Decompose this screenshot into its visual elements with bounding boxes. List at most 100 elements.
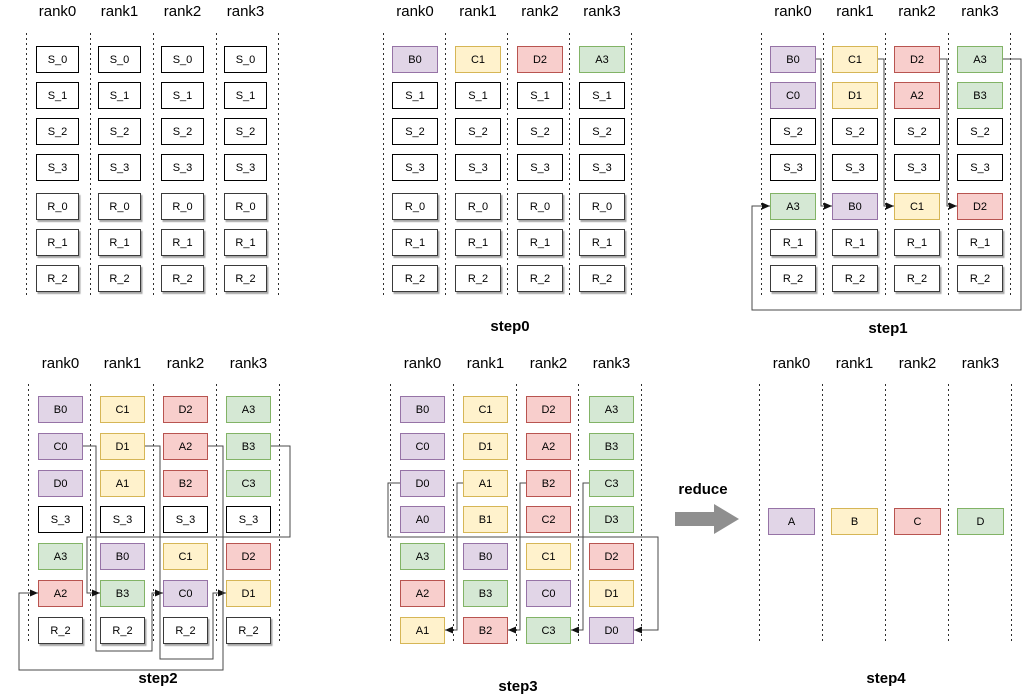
rank-header: rank1 xyxy=(836,3,874,20)
box-D3: D3 xyxy=(589,506,634,533)
rank-divider-line xyxy=(453,384,454,644)
box-R_2: R_2 xyxy=(770,265,816,292)
box-A3: A3 xyxy=(589,396,634,423)
arrow-b2-rank2-to-rank1 xyxy=(508,482,526,634)
box-R_1: R_1 xyxy=(832,229,878,256)
box-C0: C0 xyxy=(163,580,208,607)
box-S_2: S_2 xyxy=(957,118,1003,145)
rank-header: rank1 xyxy=(103,355,142,372)
box-A2: A2 xyxy=(400,580,445,607)
box-B0: B0 xyxy=(392,46,438,73)
step-label-step3: step3 xyxy=(498,678,538,695)
box-S_3: S_3 xyxy=(832,154,878,181)
box-R_2: R_2 xyxy=(226,617,271,644)
rank-divider-line xyxy=(26,33,27,295)
box-R_0: R_0 xyxy=(579,193,625,220)
box-S_2: S_2 xyxy=(392,118,438,145)
rank-divider-line xyxy=(278,33,279,295)
box-S_0: S_0 xyxy=(98,46,141,73)
box-R_2: R_2 xyxy=(163,617,208,644)
reduce-arrow-icon xyxy=(675,504,739,534)
rank-divider-line xyxy=(578,384,579,644)
box-A1: A1 xyxy=(463,470,508,497)
box-D1: D1 xyxy=(463,433,508,460)
box-B0: B0 xyxy=(38,396,83,423)
box-S_2: S_2 xyxy=(832,118,878,145)
box-R_2: R_2 xyxy=(392,265,438,292)
box-S_2: S_2 xyxy=(455,118,501,145)
box-S_2: S_2 xyxy=(161,118,204,145)
arrow-c3-rank3-to-rank2 xyxy=(571,482,589,634)
box-R_0: R_0 xyxy=(517,193,563,220)
rank-header: rank1 xyxy=(835,355,874,372)
box-B2: B2 xyxy=(463,617,508,644)
box-S_3: S_3 xyxy=(98,154,141,181)
box-R_1: R_1 xyxy=(957,229,1003,256)
rank-header: rank2 xyxy=(898,355,937,372)
box-S_1: S_1 xyxy=(579,82,625,109)
box-R_1: R_1 xyxy=(579,229,625,256)
box-S_2: S_2 xyxy=(98,118,141,145)
rank-header: rank3 xyxy=(592,355,631,372)
box-R_2: R_2 xyxy=(98,265,141,292)
box-C: C xyxy=(894,508,941,535)
rank-divider-line xyxy=(216,33,217,295)
box-A3: A3 xyxy=(579,46,625,73)
box-C1: C1 xyxy=(832,46,878,73)
rank-divider-line xyxy=(885,33,886,295)
box-C1: C1 xyxy=(526,543,571,570)
box-R_2: R_2 xyxy=(832,265,878,292)
step-label-step4: step4 xyxy=(866,670,906,687)
rank-header: rank0 xyxy=(772,355,811,372)
box-A1: A1 xyxy=(400,617,445,644)
box-R_2: R_2 xyxy=(161,265,204,292)
box-B3: B3 xyxy=(957,82,1003,109)
box-D1: D1 xyxy=(226,580,271,607)
box-R_0: R_0 xyxy=(455,193,501,220)
box-D2: D2 xyxy=(526,396,571,423)
box-R_1: R_1 xyxy=(36,229,79,256)
box-S_3: S_3 xyxy=(163,506,208,533)
box-B0: B0 xyxy=(832,193,878,220)
rank-header: rank1 xyxy=(466,355,505,372)
box-B3: B3 xyxy=(100,580,145,607)
box-C2: C2 xyxy=(526,506,571,533)
box-R_2: R_2 xyxy=(36,265,79,292)
box-A: A xyxy=(768,508,815,535)
rank-divider-line xyxy=(948,384,949,644)
rank-header: rank0 xyxy=(396,3,434,20)
box-S_0: S_0 xyxy=(224,46,267,73)
box-A3: A3 xyxy=(400,543,445,570)
box-A2: A2 xyxy=(163,433,208,460)
rank-header: rank3 xyxy=(961,3,999,20)
box-A2: A2 xyxy=(894,82,940,109)
arrow-b0-rank0-to-rank1 xyxy=(816,58,832,210)
rank-header: rank0 xyxy=(41,355,80,372)
box-C1: C1 xyxy=(100,396,145,423)
box-C0: C0 xyxy=(526,580,571,607)
rank-header: rank3 xyxy=(226,3,265,20)
box-R_2: R_2 xyxy=(957,265,1003,292)
step-label-step1: step1 xyxy=(868,320,908,337)
reduce-label: reduce xyxy=(678,481,728,498)
box-D2: D2 xyxy=(957,193,1003,220)
rank-header: rank2 xyxy=(529,355,568,372)
rank-divider-line xyxy=(90,384,91,644)
rank-header: rank1 xyxy=(100,3,139,20)
box-S_3: S_3 xyxy=(894,154,940,181)
box-R_0: R_0 xyxy=(224,193,267,220)
rank-header: rank2 xyxy=(521,3,559,20)
rank-divider-line xyxy=(279,384,280,644)
arrow-c1-rank1-to-rank2 xyxy=(878,58,894,210)
box-D2: D2 xyxy=(163,396,208,423)
box-S_1: S_1 xyxy=(98,82,141,109)
box-B3: B3 xyxy=(463,580,508,607)
box-B: B xyxy=(831,508,878,535)
rank-divider-line xyxy=(822,384,823,644)
step-label-step2: step2 xyxy=(138,670,178,687)
box-B3: B3 xyxy=(589,433,634,460)
box-D: D xyxy=(957,508,1004,535)
rank-divider-line xyxy=(153,33,154,295)
rank-divider-line xyxy=(153,384,154,644)
